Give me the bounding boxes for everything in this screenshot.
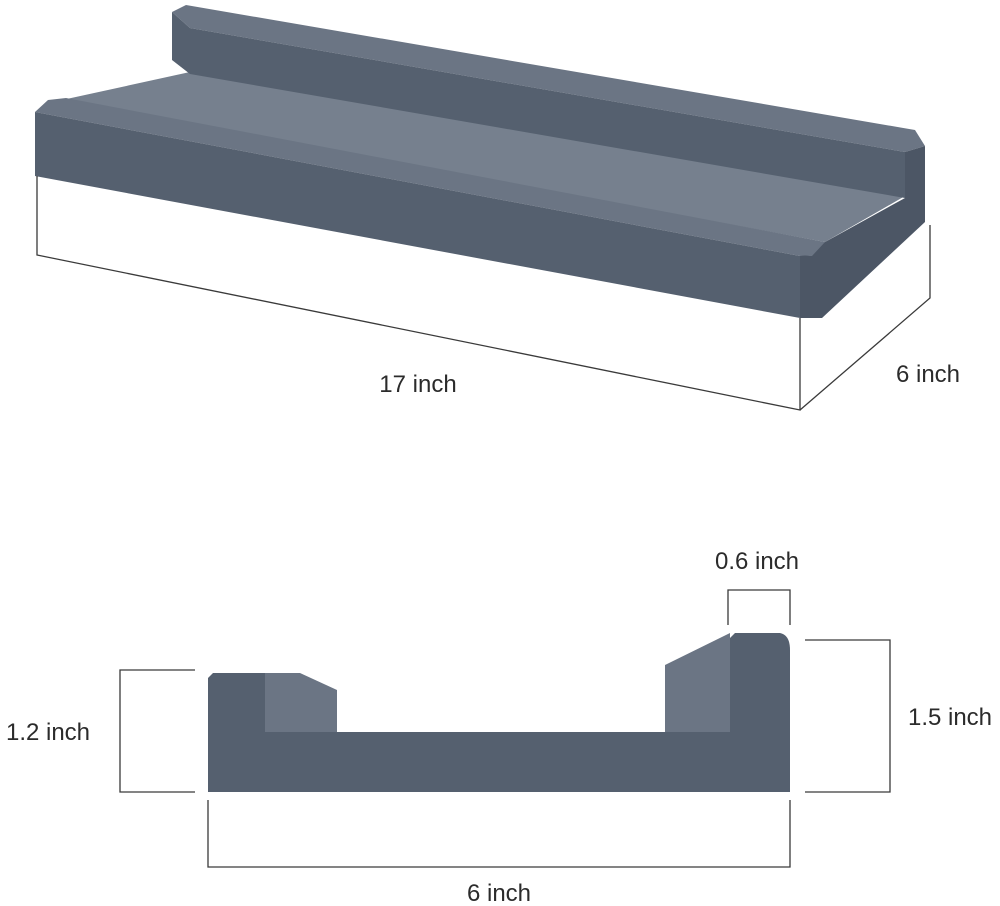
profile-front-post <box>208 673 265 792</box>
shelf-profile-illustration <box>208 633 790 792</box>
profile-back-slope <box>665 633 730 732</box>
profile-front-slope <box>265 673 337 732</box>
length-label: 17 inch <box>379 371 456 398</box>
back-lip-face <box>172 12 905 198</box>
shelf-right-end <box>800 146 925 318</box>
top-depth-label: 6 inch <box>896 361 960 388</box>
shelf-floor <box>62 72 905 242</box>
back-height-label: 1.5 inch <box>908 704 992 731</box>
front-height-label: 1.2 inch <box>6 719 90 746</box>
front-lip-face <box>35 112 800 318</box>
top-dimension-lines <box>36 176 931 411</box>
shelf-3d-illustration <box>35 5 925 318</box>
profile-back-post <box>730 633 790 792</box>
profile-depth-label: 6 inch <box>467 880 531 906</box>
profile-base <box>265 732 735 792</box>
back-lip-top <box>172 5 925 152</box>
lip-width-label: 0.6 inch <box>715 548 799 575</box>
profile-dimension-lines <box>119 589 891 868</box>
front-lip-rounded-end <box>800 255 822 318</box>
front-lip-top <box>35 98 825 256</box>
